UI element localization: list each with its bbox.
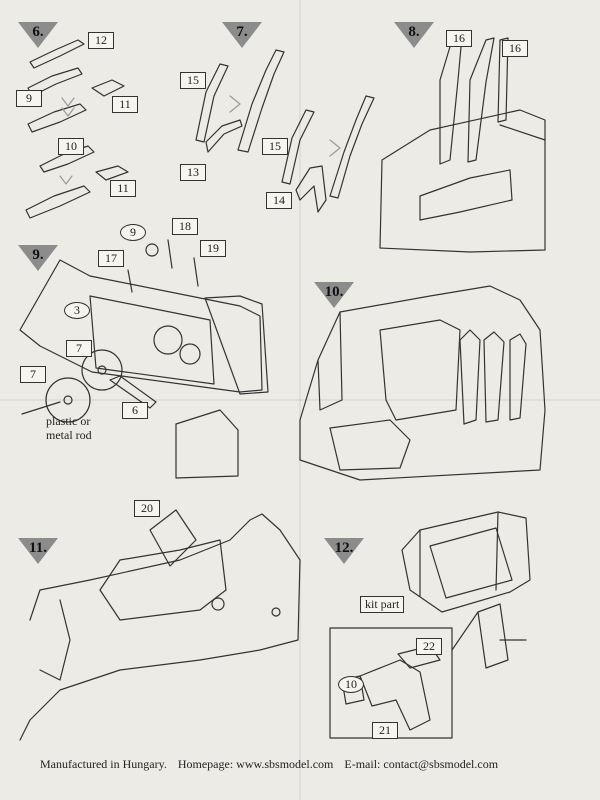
footer-email[interactable]: E-mail: contact@sbsmodel.com (344, 757, 499, 771)
step-11-badge: 11. (18, 538, 58, 564)
part-label: 18 (172, 218, 198, 235)
part-label: 16 (502, 40, 528, 57)
fold-line-vertical (299, 0, 301, 800)
step8-seat-assembly (379, 35, 546, 253)
part-label: 10 (338, 676, 364, 693)
part-label: 22 (416, 638, 442, 655)
part-label: 7 (66, 340, 92, 357)
fold-line-horizontal (0, 399, 600, 401)
part-label: 14 (266, 192, 292, 209)
step-6-badge: 6. (18, 22, 58, 48)
part-label: 13 (180, 164, 206, 181)
step10-cockpit-tub (299, 285, 546, 481)
part-label: 19 (200, 240, 226, 257)
part-label: 7 (20, 366, 46, 383)
step9-instrument-panel (19, 239, 269, 479)
part-label: 15 (180, 72, 206, 89)
part-label: 9 (16, 90, 42, 107)
rod-note: plastic or metal rod (46, 414, 92, 442)
part-label: 11 (110, 180, 136, 197)
step12-detail-parts (341, 611, 479, 731)
part-label: 17 (98, 250, 124, 267)
step-9-badge: 9. (18, 245, 58, 271)
part-label: 15 (262, 138, 288, 155)
part-label: 6 (122, 402, 148, 419)
step-8-badge: 8. (394, 22, 434, 48)
part-label: 3 (64, 302, 90, 319)
kit-part-label: kit part (360, 596, 405, 613)
step-7-badge: 7. (222, 22, 262, 48)
part-label: 20 (134, 500, 160, 517)
footer-manufacturer: Manufactured in Hungary. (40, 757, 167, 771)
step12-canopy (401, 511, 531, 669)
footer-homepage[interactable]: Homepage: www.sbsmodel.com (177, 757, 334, 771)
step-12-badge: 12. (324, 538, 364, 564)
step11-fuselage (19, 509, 301, 741)
part-label: 11 (112, 96, 138, 113)
footer: Manufactured in Hungary. Homepage: www.s… (40, 756, 580, 772)
part-label: 10 (58, 138, 84, 155)
part-label: 9 (120, 224, 146, 241)
part-label: 12 (88, 32, 114, 49)
step-10-badge: 10. (314, 282, 354, 308)
step7-harness-parts (195, 49, 375, 213)
part-label: 16 (446, 30, 472, 47)
part-label: 21 (372, 722, 398, 739)
